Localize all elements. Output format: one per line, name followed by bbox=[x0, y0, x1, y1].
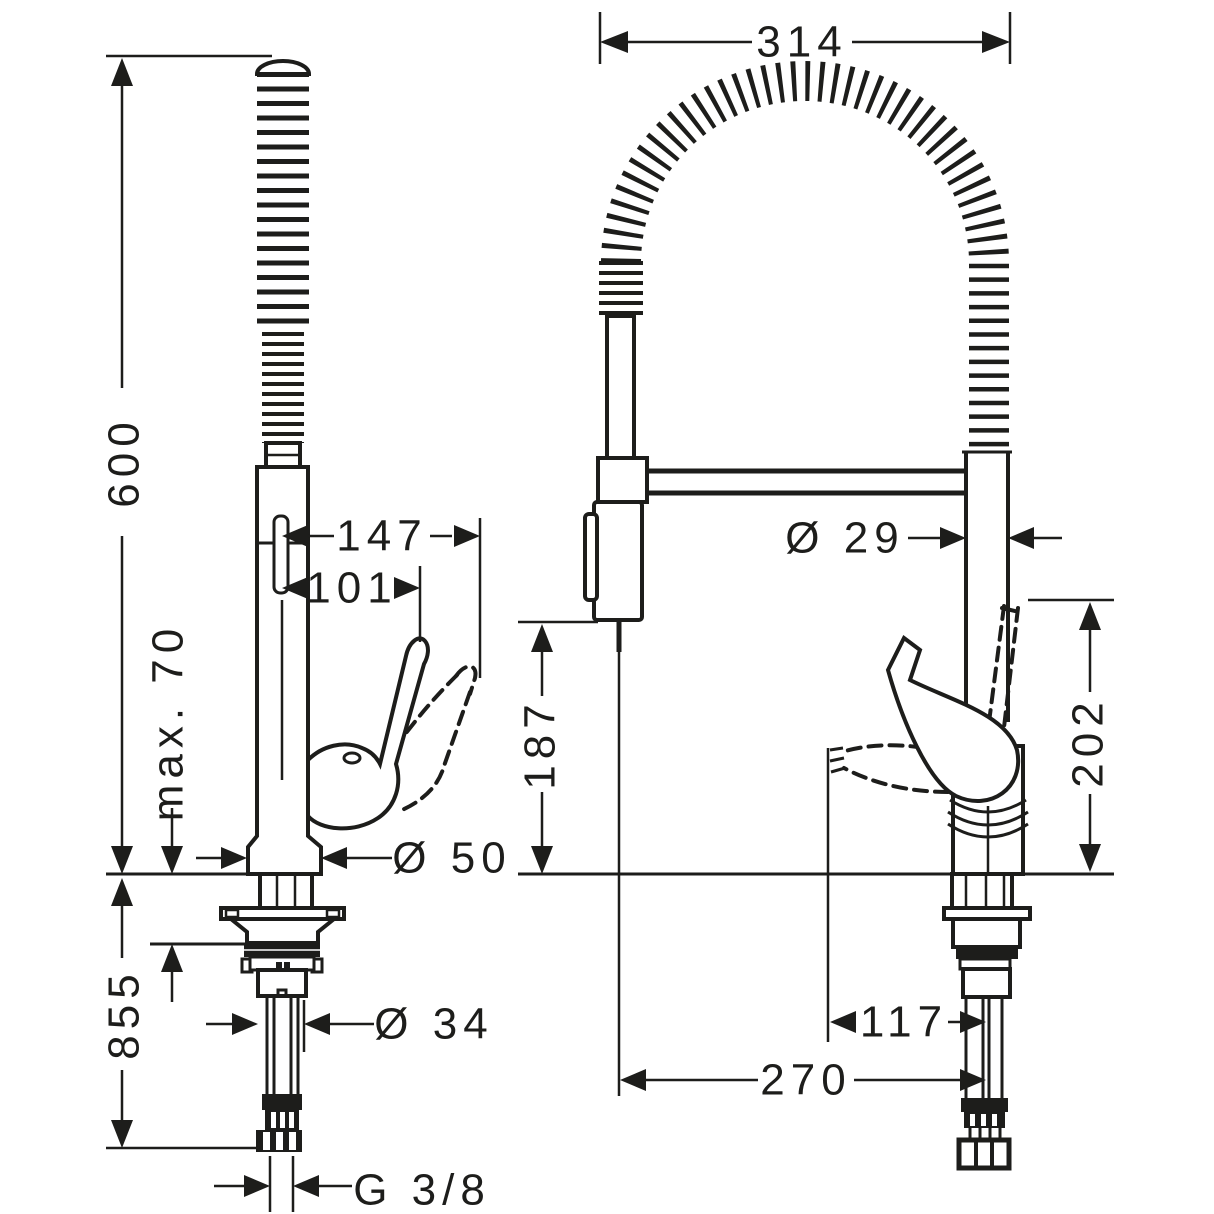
dim-reach-101-label: 101 bbox=[306, 564, 397, 613]
dim-height-202-label: 202 bbox=[1064, 696, 1113, 787]
front-view-reference-lines bbox=[518, 598, 1114, 1096]
front-view-support-bar bbox=[647, 468, 966, 496]
dim-offset-117: 117 bbox=[830, 998, 986, 1047]
dim-width-314: 314 bbox=[598, 12, 1012, 67]
dim-thread-g38: G 3/8 bbox=[214, 1156, 491, 1214]
dim-dia-34: Ø 34 bbox=[206, 1000, 493, 1052]
dim-dia-34-label: Ø 34 bbox=[374, 1000, 493, 1049]
dim-clearance-187: 187 bbox=[516, 624, 565, 874]
side-view-reference-lines bbox=[106, 54, 272, 1150]
front-view-spout-column bbox=[962, 450, 1012, 722]
dim-reach-147: 147 bbox=[282, 512, 482, 678]
dim-offset-270: 270 bbox=[620, 1056, 986, 1105]
dim-dia-50-label: Ø 50 bbox=[392, 834, 511, 883]
dim-reach-147-label: 147 bbox=[336, 512, 427, 561]
dim-reach-101: 101 bbox=[282, 564, 422, 642]
dim-max-70-label: max. 70 bbox=[144, 623, 193, 822]
dim-height-855: 855 bbox=[100, 878, 149, 1148]
side-view-mounting bbox=[219, 872, 346, 1152]
dim-thread-g38-label: G 3/8 bbox=[353, 1166, 491, 1214]
front-view-handle bbox=[885, 634, 1021, 872]
dim-height-202: 202 bbox=[1064, 602, 1113, 872]
dim-dia-29-label: Ø 29 bbox=[785, 514, 904, 563]
side-view-spout-spring bbox=[254, 59, 312, 469]
front-view: 314 Ø 29 187 202 bbox=[516, 12, 1114, 1171]
dim-height-600: 600 bbox=[100, 58, 149, 874]
front-view-spray-head bbox=[583, 456, 649, 652]
side-view-handle bbox=[306, 636, 430, 831]
dim-dia-29: Ø 29 bbox=[785, 514, 1062, 563]
dim-offset-117-label: 117 bbox=[860, 998, 948, 1047]
dim-offset-270-label: 270 bbox=[760, 1056, 851, 1105]
dim-height-855-label: 855 bbox=[100, 968, 149, 1059]
dim-max-70: max. 70 bbox=[144, 623, 193, 1002]
dim-dia-50: Ø 50 bbox=[196, 834, 511, 883]
front-view-spring-arch bbox=[599, 61, 1009, 464]
dim-clearance-187-label: 187 bbox=[516, 698, 565, 789]
side-view: 600 max. 70 855 147 bbox=[100, 54, 511, 1214]
dim-width-314-label: 314 bbox=[756, 18, 847, 67]
dim-height-600-label: 600 bbox=[100, 416, 149, 507]
front-view-mounting bbox=[942, 872, 1032, 1171]
